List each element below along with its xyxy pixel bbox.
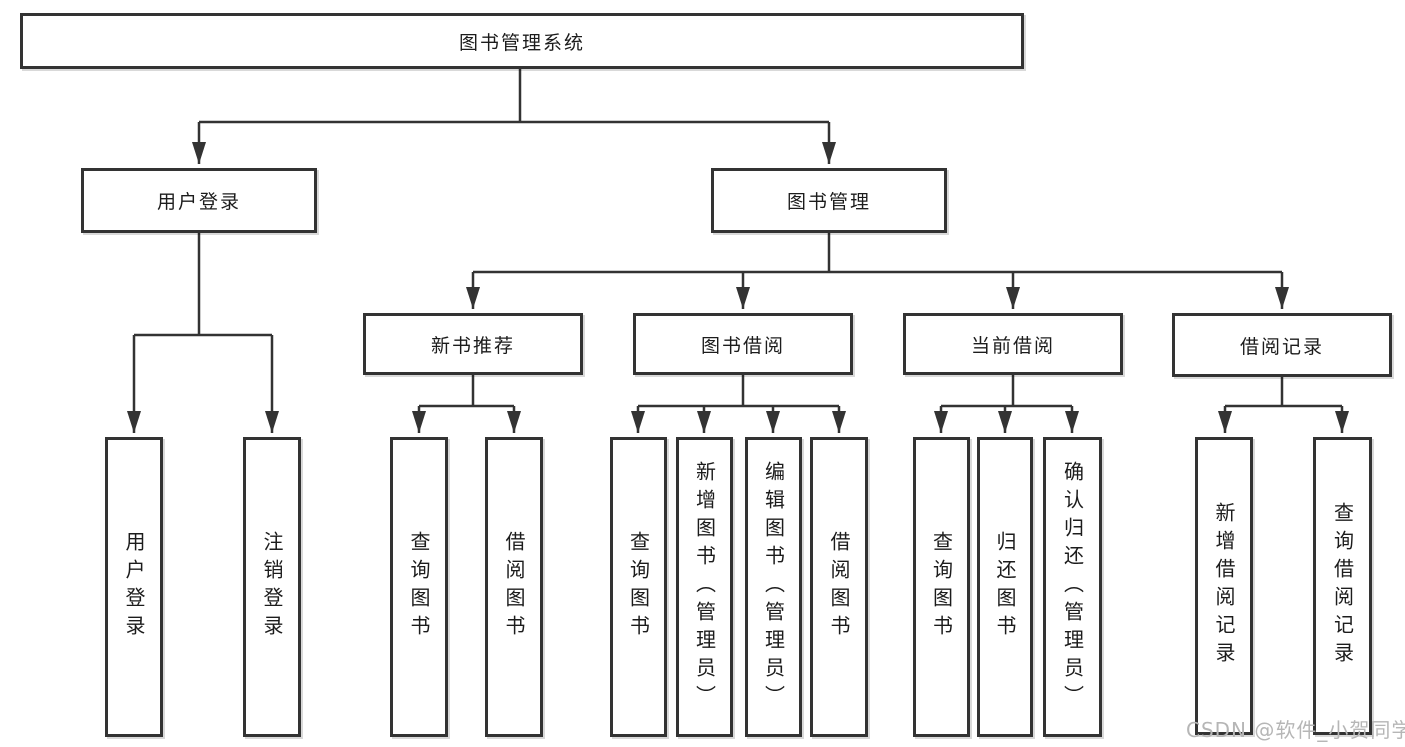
node-borrow-records-label: 借阅记录 <box>1239 335 1324 358</box>
node-book-management: 图书管理 <box>711 168 947 233</box>
node-root: 图书管理系统 <box>20 13 1024 69</box>
node-new-book-recommend-label: 新书推荐 <box>430 334 515 357</box>
arrow-connectors <box>127 122 1349 433</box>
node-book-borrow: 图书借阅 <box>633 313 853 375</box>
leaf-newbooks-query-label: 查询图书 <box>407 531 431 643</box>
leaf-current-return-label: 归还图书 <box>993 531 1017 643</box>
leaf-current-query: 查询图书 <box>913 437 970 737</box>
leaf-borrow-borrow-label: 借阅图书 <box>827 531 851 643</box>
leaf-borrow-query-label: 查询图书 <box>626 531 651 643</box>
leaf-borrow-add-label: 新增图书（管理员） <box>692 461 717 713</box>
leaf-records-query-label: 查询借阅记录 <box>1330 502 1355 670</box>
node-book-management-label: 图书管理 <box>786 191 871 213</box>
leaf-newbooks-query: 查询图书 <box>390 437 448 737</box>
leaf-records-query: 查询借阅记录 <box>1313 437 1372 735</box>
node-new-book-recommend: 新书推荐 <box>363 313 583 375</box>
node-current-borrow-label: 当前借阅 <box>970 334 1055 357</box>
csdn-watermark: CSDN @软件_小贺同学 <box>1186 718 1405 742</box>
leaf-borrow-edit-label: 编辑图书（管理员） <box>761 461 786 713</box>
leaf-logout-label: 注销登录 <box>260 531 284 643</box>
leaf-borrow-edit: 编辑图书（管理员） <box>745 437 802 737</box>
leaf-records-add: 新增借阅记录 <box>1195 437 1253 735</box>
node-book-borrow-label: 图书借阅 <box>700 334 785 357</box>
node-current-borrow: 当前借阅 <box>903 313 1123 375</box>
leaf-current-confirm-label: 确认归还（管理员） <box>1060 461 1085 713</box>
leaf-current-confirm: 确认归还（管理员） <box>1043 437 1102 737</box>
leaf-current-return: 归还图书 <box>977 437 1033 737</box>
leaf-newbooks-borrow-label: 借阅图书 <box>502 531 526 643</box>
leaf-borrow-borrow: 借阅图书 <box>810 437 868 737</box>
tree-lines <box>134 68 1342 408</box>
leaf-records-add-label: 新增借阅记录 <box>1212 502 1236 670</box>
leaf-current-query-label: 查询图书 <box>929 531 954 643</box>
leaf-user-login-label: 用户登录 <box>122 531 146 643</box>
node-user-login: 用户登录 <box>81 168 317 233</box>
leaf-borrow-add: 新增图书（管理员） <box>676 437 733 737</box>
node-user-login-label: 用户登录 <box>156 191 241 213</box>
leaf-newbooks-borrow: 借阅图书 <box>485 437 543 737</box>
leaf-logout: 注销登录 <box>243 437 301 737</box>
node-borrow-records: 借阅记录 <box>1172 313 1392 377</box>
node-root-label: 图书管理系统 <box>458 31 585 54</box>
leaf-borrow-query: 查询图书 <box>610 437 667 737</box>
leaf-user-login: 用户登录 <box>105 437 163 737</box>
